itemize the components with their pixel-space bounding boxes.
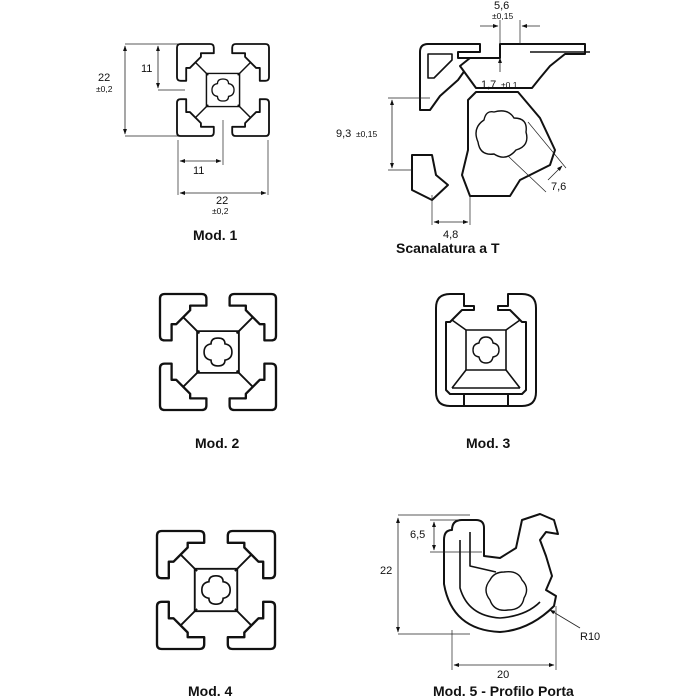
caption-mod3: Mod. 3: [466, 435, 511, 451]
mod2-drawing: [158, 292, 278, 412]
mod1-height-tolerance: ±0,2: [96, 84, 113, 94]
tslot-dimensions: [388, 20, 567, 225]
tslot-drawing: [411, 43, 590, 201]
mod5-width-label: 20: [497, 669, 509, 681]
caption-mod2: Mod. 2: [195, 435, 240, 451]
mod5-slot-depth-label: 6,5: [410, 529, 425, 541]
caption-mod5: Mod. 5 - Profilo Porta: [433, 683, 574, 699]
tslot-opening-label: 5,6: [494, 0, 509, 12]
tslot-bore-label: 7,6: [551, 181, 566, 193]
mod5-radius-label: R10: [580, 631, 600, 643]
mod1-dimensions: [123, 43, 269, 195]
mod3-drawing: [435, 293, 537, 407]
mod1-width-label: 22: [216, 195, 228, 207]
tslot-depth-label: 9,3: [336, 128, 351, 140]
tslot-opening-tolerance: ±0,15: [492, 11, 513, 21]
mod1-width-tolerance: ±0,2: [212, 206, 229, 216]
caption-mod4: Mod. 4: [188, 683, 233, 699]
mod1-height-label: 22: [98, 72, 110, 84]
tslot-depth-tolerance: ±0,15: [356, 129, 377, 139]
caption-tslot: Scanalatura a T: [396, 240, 500, 256]
tslot-lip-tolerance: ±0,1: [501, 80, 518, 90]
mod5-height-label: 22: [380, 565, 392, 577]
mod1-inner-height-label: 11: [141, 63, 152, 75]
caption-mod1: Mod. 1: [193, 227, 238, 243]
tslot-lip-label: 1,7: [481, 79, 496, 91]
mod5-dimensions: [396, 514, 581, 670]
mod1-inner-width-label: 11: [193, 165, 204, 177]
mod4-drawing: [155, 529, 277, 651]
tslot-offset-label: 4,8: [443, 229, 458, 241]
mod5-drawing: [443, 513, 559, 633]
